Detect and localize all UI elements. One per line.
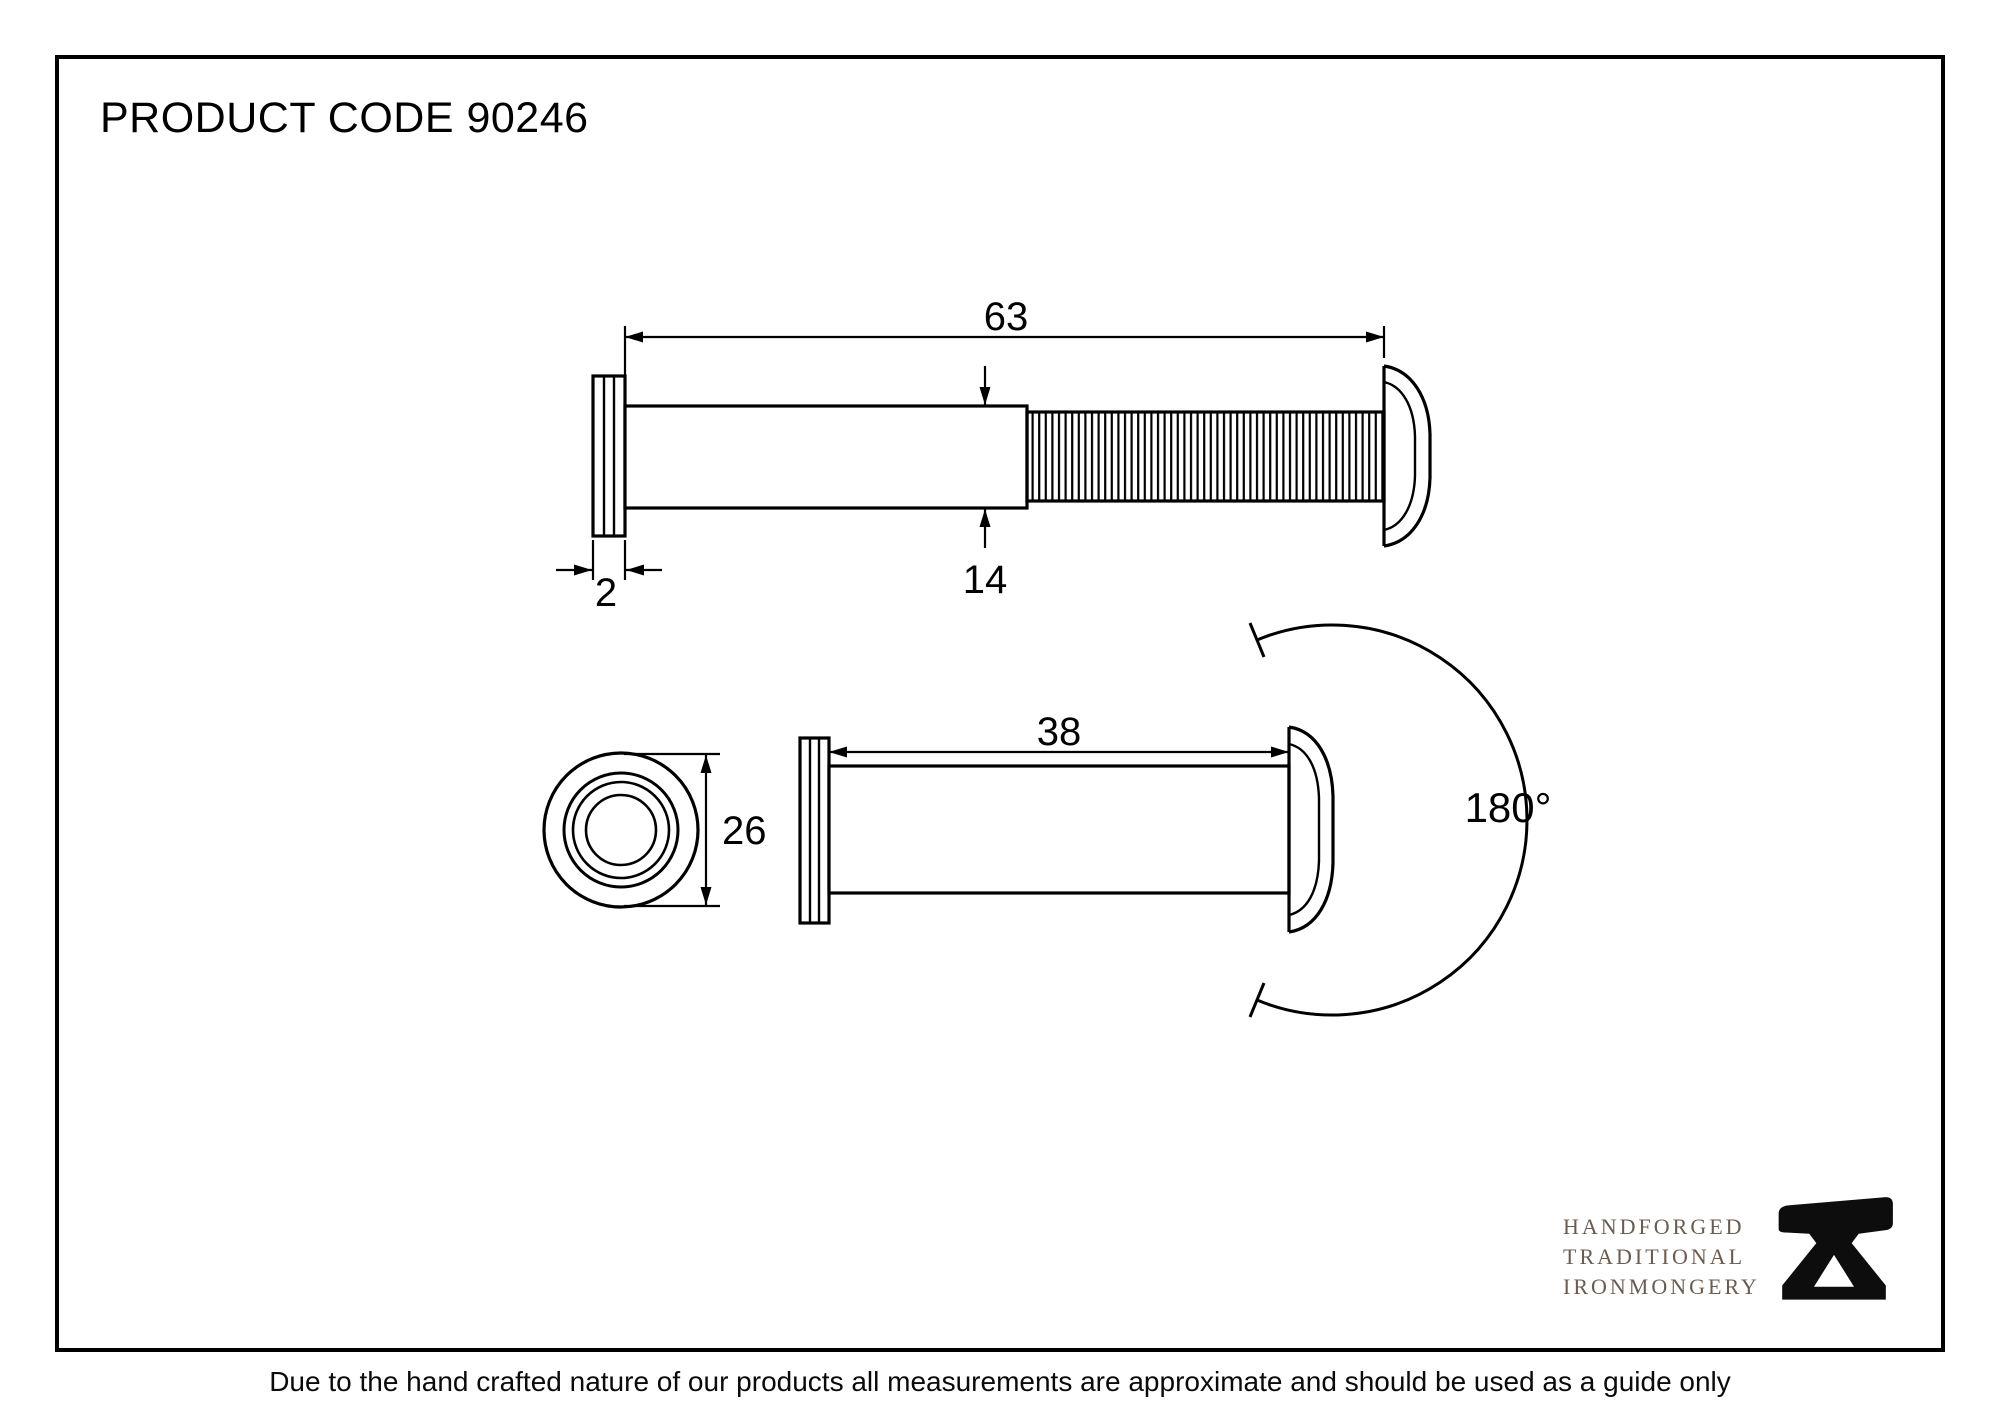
brand-logo-line3: IRONMONGERY	[1563, 1274, 1760, 1299]
brand-logo-line2: TRADITIONAL	[1563, 1244, 1746, 1269]
side-view-plain: 38	[798, 710, 1335, 934]
disclaimer-text: Due to the hand crafted nature of our pr…	[269, 1366, 1731, 1397]
brand-logo-line1: HANDFORGED	[1563, 1214, 1745, 1239]
viewing-angle-arc	[1256, 623, 1529, 1017]
viewing-angle-label: 180°	[1465, 784, 1552, 831]
dim-barrel-diameter-label: 14	[963, 558, 1008, 602]
dimension-barrel-diameter: 14	[963, 366, 1008, 602]
dimension-body-length: 38	[829, 710, 1289, 758]
anvil-icon	[1778, 1197, 1893, 1300]
viewing-angle-annotation: 180°	[1248, 622, 1552, 1018]
dim-flange-thickness-label: 2	[595, 571, 617, 615]
dim-overall-length-label: 63	[984, 295, 1029, 339]
flange-outline-2	[798, 736, 831, 925]
barrel-outline	[623, 404, 1029, 510]
brand-logo-text: HANDFORGED TRADITIONAL IRONMONGERY	[1563, 1212, 1760, 1302]
dimension-flange-thickness: 2	[556, 540, 662, 615]
dim-face-diameter-label: 26	[722, 809, 767, 853]
brand-logo: HANDFORGED TRADITIONAL IRONMONGERY	[1563, 1197, 1903, 1314]
front-view-lens-hole	[584, 793, 658, 867]
thread-section	[1025, 410, 1386, 503]
eyepiece-dome	[1382, 364, 1432, 548]
front-view: 26	[542, 751, 767, 909]
side-view-threaded: 63 14 2	[556, 295, 1432, 615]
product-code-title: PRODUCT CODE 90246	[100, 94, 589, 142]
front-view-outer-ring	[542, 751, 700, 909]
flange-outline	[591, 374, 627, 538]
barrel-outline-2	[827, 764, 1291, 895]
dimension-face-diameter: 26	[624, 752, 767, 908]
dimension-overall-length: 63	[623, 295, 1386, 400]
drawing-border	[55, 55, 1945, 1352]
eyepiece-dome-2	[1287, 725, 1335, 934]
dim-body-length-label: 38	[1037, 710, 1082, 754]
